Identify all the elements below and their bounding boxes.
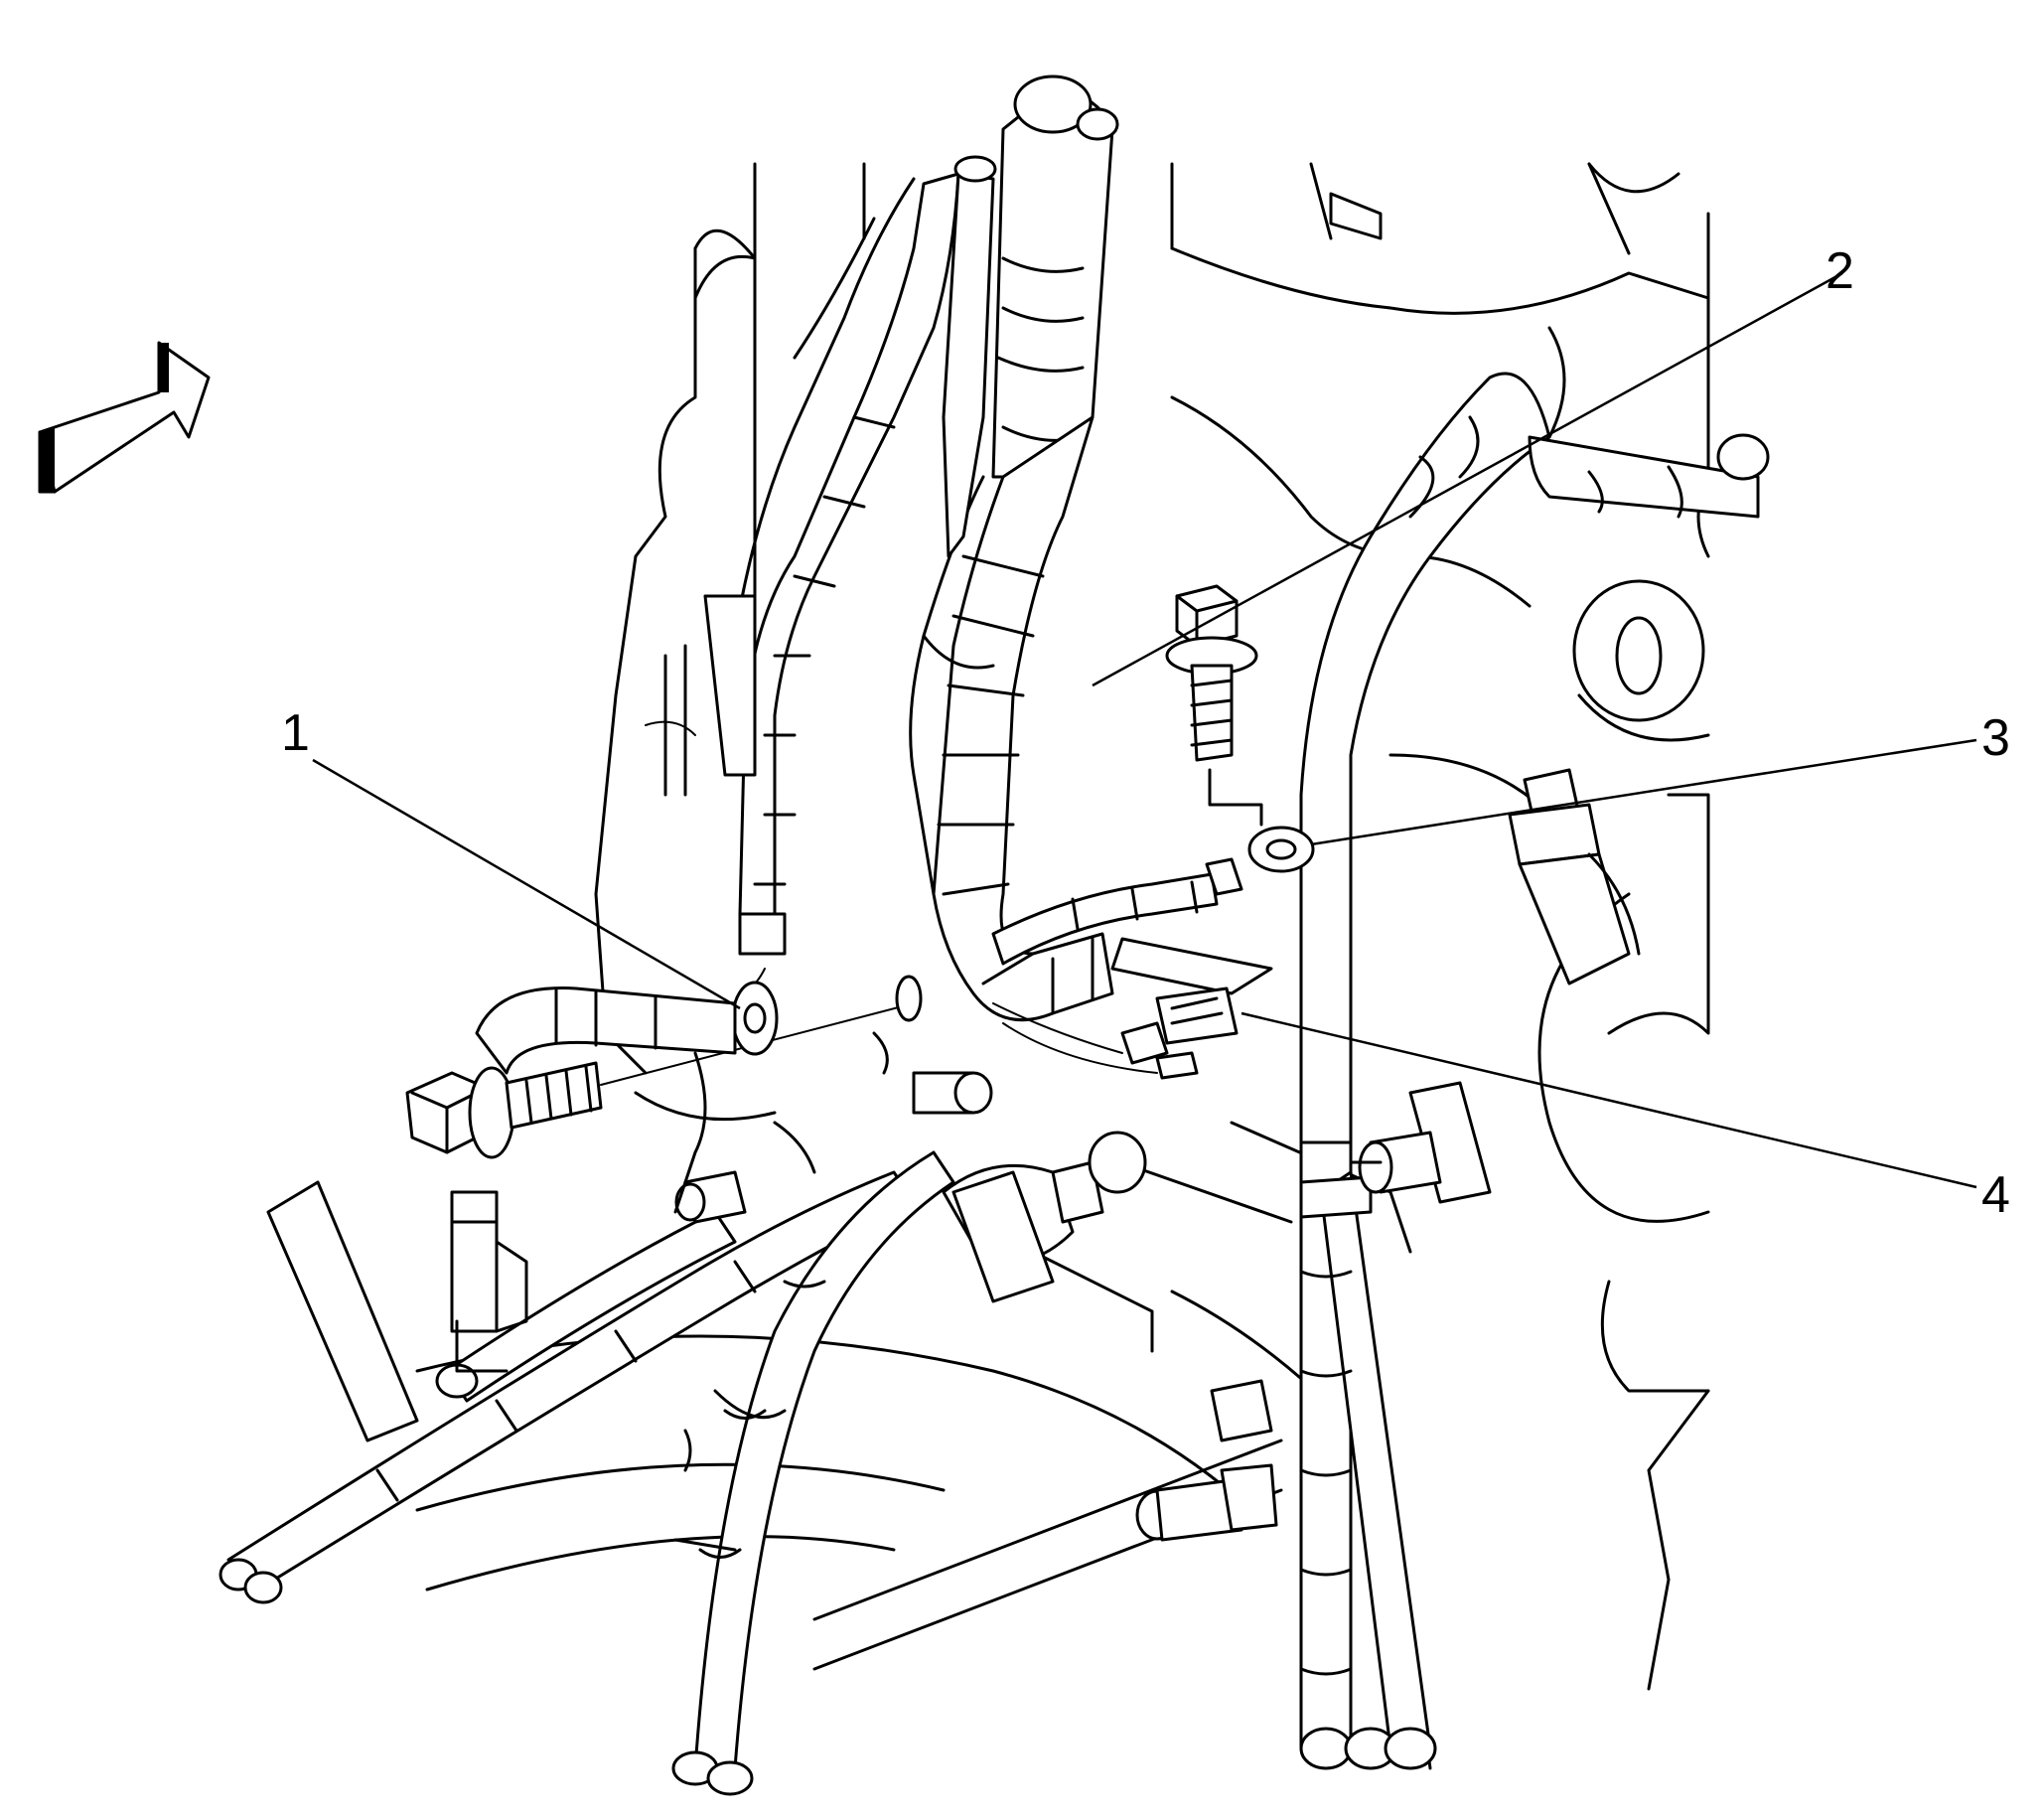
callout-4: 4 <box>1981 1166 2010 1224</box>
right-stud <box>1508 768 1641 985</box>
callout-3: 3 <box>1981 709 2010 767</box>
left-hose-loop <box>475 986 737 1214</box>
lower-left-harness <box>219 1150 955 1796</box>
lower-engine-body <box>415 1121 1432 1770</box>
callout-2: 2 <box>1825 242 1854 300</box>
leader-lines <box>312 271 1977 1189</box>
left-harness-branch <box>733 172 960 994</box>
ground-bolt-upper <box>1165 584 1263 827</box>
ground-bolt-lower <box>405 975 923 1159</box>
direction-arrow-icon <box>38 341 211 494</box>
engine-block-outline <box>594 162 1710 1691</box>
left-tubes <box>645 155 997 797</box>
right-bracket <box>1135 1081 1492 1542</box>
connector-assembly <box>992 937 1273 1080</box>
left-bracket <box>266 1180 528 1442</box>
main-wiring-harness <box>909 75 1119 1022</box>
callout-1: 1 <box>281 704 310 762</box>
right-vertical-harness <box>1299 372 1770 1770</box>
center-bracket <box>674 1031 1147 1303</box>
ground-washer <box>1247 826 1315 873</box>
ground-strap-wire <box>991 857 1243 966</box>
